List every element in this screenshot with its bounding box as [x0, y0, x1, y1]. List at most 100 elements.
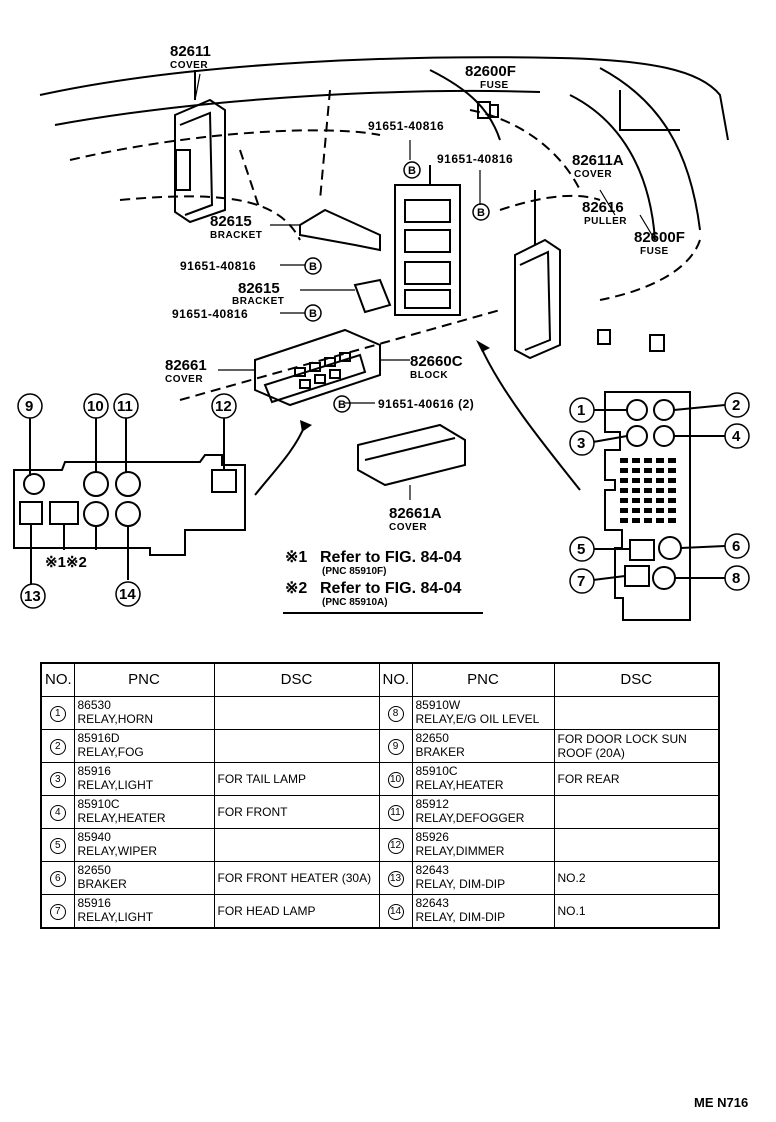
row-number: 6	[49, 870, 66, 887]
row-dsc-left	[213, 729, 380, 763]
row-number: 7	[49, 903, 66, 920]
row-number: 8	[387, 705, 404, 722]
row-no-left: 7	[40, 894, 75, 929]
label-82611a-num: 82611A	[572, 152, 624, 169]
callout-7: 7	[577, 573, 585, 590]
pnc-code: 82650	[415, 731, 449, 745]
row-no-right: 14	[378, 894, 413, 929]
row-no-left: 6	[40, 861, 75, 895]
row-number: 4	[49, 804, 66, 821]
callout-12: 12	[215, 398, 232, 415]
pnc-name: RELAY,E/G OIL LEVEL	[415, 712, 540, 726]
callout-5: 5	[577, 541, 585, 558]
pnc-name: RELAY,DIMMER	[415, 844, 505, 858]
right-panel-fuse-grid	[620, 458, 676, 523]
label-82600f-right-num: 82600F	[634, 229, 685, 246]
row-dsc-left	[213, 828, 380, 862]
label-82661a-num: 82661A	[389, 505, 442, 522]
exploded-parts-diagram: B B B B B 82611 COVER 82600F FUSE 91651-…	[13, 43, 750, 621]
pnc-code: 82650	[77, 863, 111, 877]
header-dsc-left: DSC	[213, 662, 380, 697]
pnc-name: BRAKER	[415, 745, 465, 759]
pnc-code: 85910C	[77, 797, 120, 811]
pnc-code: 85910W	[415, 698, 461, 712]
pnc-name: RELAY,WIPER	[77, 844, 158, 858]
pnc-code: 82643	[415, 863, 449, 877]
header-dsc-right: DSC	[553, 662, 720, 697]
right-relay-panel	[592, 391, 726, 621]
label-82616-desc: PULLER	[584, 216, 627, 227]
row-number: 10	[387, 771, 404, 788]
callout-4: 4	[732, 428, 741, 445]
header-no-right: NO.	[378, 662, 413, 697]
callout-1: 1	[577, 402, 585, 419]
callout-8: 8	[732, 570, 740, 587]
label-82600f-right-desc: FUSE	[640, 246, 669, 257]
callout-3: 3	[577, 435, 585, 452]
label-bracket-1-desc: BRACKET	[210, 230, 262, 241]
row-no-right: 11	[378, 795, 413, 829]
ref-1-text: Refer to FIG. 84-04	[320, 549, 461, 566]
pnc-code: 85910C	[415, 764, 458, 778]
row-dsc-left: FOR FRONT	[213, 795, 380, 829]
pnc-name: RELAY,HORN	[77, 712, 154, 726]
pnc-code: 85916	[77, 896, 111, 910]
row-dsc-left: FOR HEAD LAMP	[213, 894, 380, 929]
label-bolt-3: 91651-40816	[180, 259, 256, 273]
pnc-code: 85926	[415, 830, 449, 844]
bolt-marker: B	[338, 399, 346, 411]
pnc-name: RELAY,FOG	[77, 745, 144, 759]
pnc-name: RELAY,HEATER	[77, 811, 166, 825]
bolt-marker: B	[309, 261, 317, 273]
label-82660c-desc: BLOCK	[410, 370, 448, 381]
label-82611-desc: COVER	[170, 60, 208, 71]
page-code: ME N716	[694, 1095, 749, 1110]
header-pnc-right: PNC	[411, 662, 555, 697]
notes-marks: ※1※2	[45, 554, 87, 571]
pnc-name: RELAY,LIGHT	[77, 910, 154, 924]
pnc-code: 85940	[77, 830, 111, 844]
row-number: 13	[387, 870, 404, 887]
callout-10: 10	[87, 398, 104, 415]
row-no-right: 8	[378, 696, 413, 730]
label-bolt-1: 91651-40816	[368, 119, 444, 133]
row-dsc-right: NO.1	[553, 894, 720, 929]
right-callout-circles: 1 2 3 4 5 6 7 8	[569, 392, 750, 594]
row-number: 11	[387, 804, 404, 821]
row-dsc-right: FOR DOOR LOCK SUN ROOF (20A)	[553, 729, 720, 763]
bolt-marker: B	[477, 207, 485, 219]
row-dsc-right	[553, 696, 720, 730]
header-no-left: NO.	[40, 662, 75, 697]
pnc-code: 82643	[415, 896, 449, 910]
header-pnc-left: PNC	[73, 662, 215, 697]
row-no-left: 5	[40, 828, 75, 862]
row-number: 3	[49, 771, 66, 788]
pnc-name: RELAY,HEATER	[415, 778, 504, 792]
row-dsc-left	[213, 696, 380, 730]
ref-2-mark: ※2	[285, 580, 307, 597]
label-82661a-desc: COVER	[389, 522, 427, 533]
row-no-left: 3	[40, 762, 75, 796]
label-82661-desc: COVER	[165, 374, 203, 385]
row-number: 5	[49, 837, 66, 854]
label-bracket-2-num: 82615	[238, 280, 280, 297]
row-no-right: 9	[378, 729, 413, 763]
label-bolt-2: 91651-40816	[437, 152, 513, 166]
row-dsc-left: FOR FRONT HEATER (30A)	[213, 861, 380, 895]
row-number: 9	[387, 738, 404, 755]
label-82616-num: 82616	[582, 199, 624, 216]
